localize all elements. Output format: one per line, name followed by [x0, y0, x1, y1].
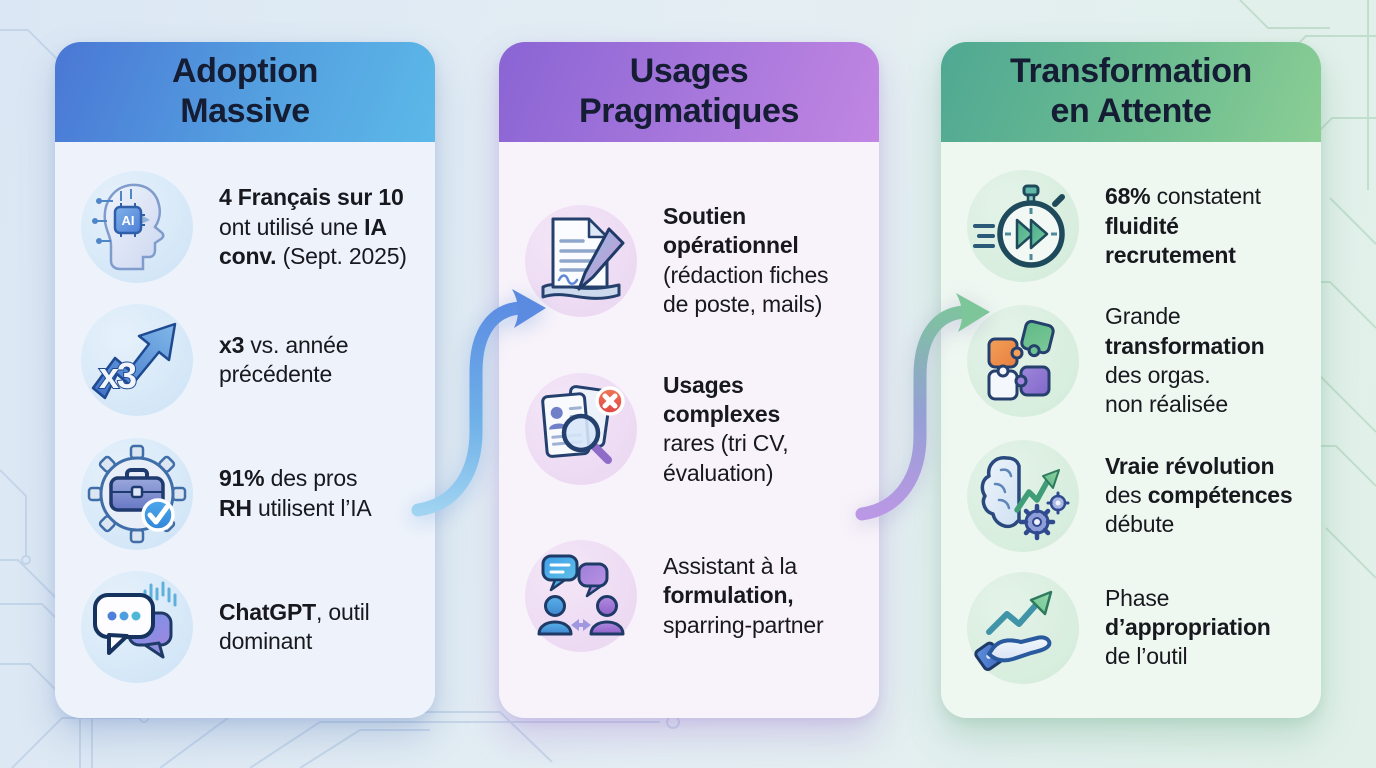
briefcase-gear-check-icon	[81, 437, 193, 550]
cv-reject-magnifier-icon	[525, 373, 637, 486]
card-usages-pragmatiques: Usages Pragmatiques	[499, 42, 879, 718]
svg-text:x3: x3	[99, 355, 136, 396]
brain-gears-arrow-icon	[967, 439, 1079, 552]
card-transformation-title: Transformation en Attente	[1010, 52, 1252, 130]
x3-growth-arrow-icon: x3	[81, 304, 193, 417]
puzzle-pieces-icon	[967, 304, 1079, 417]
document-pen-icon	[525, 204, 637, 317]
card-adoption-header: Adoption Massive	[55, 42, 435, 142]
people-dialog-icon	[525, 539, 637, 652]
svg-text:AI: AI	[122, 213, 135, 228]
card-transformation-header: Transformation en Attente	[941, 42, 1321, 142]
card-adoption-massive: Adoption Massive	[55, 42, 435, 718]
flow-arrow-adoption-to-usages	[411, 289, 546, 517]
ai-head-icon: AI	[81, 171, 193, 284]
card-adoption-title: Adoption Massive	[172, 52, 318, 130]
chat-bubbles-icon	[81, 570, 193, 683]
flow-arrow-usages-to-transformation	[855, 293, 990, 521]
card-usages-header: Usages Pragmatiques	[499, 42, 879, 142]
card-transformation-attente: Transformation en Attente	[941, 42, 1321, 718]
card-usages-title: Usages Pragmatiques	[578, 52, 800, 130]
stopwatch-fast-forward-icon	[967, 170, 1079, 283]
hand-growth-arrow-icon	[967, 571, 1079, 684]
